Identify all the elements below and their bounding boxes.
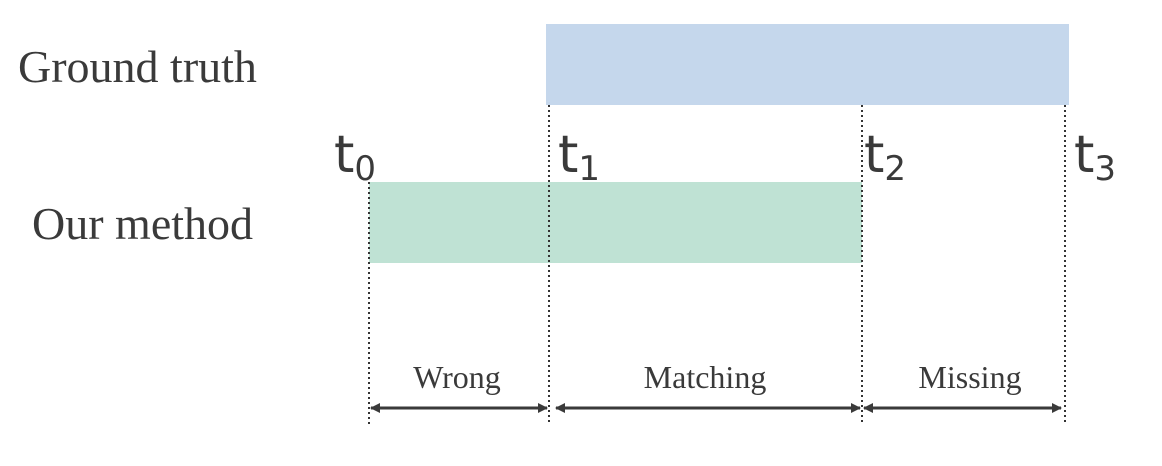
our-method-label: Our method: [32, 198, 253, 249]
t3-label: t3: [1074, 125, 1116, 189]
ground-truth-bar: [546, 24, 1069, 105]
our-method-bar: [369, 182, 862, 263]
t2-label: t2: [864, 125, 906, 189]
t1-label: t1: [558, 125, 600, 189]
wrong-segment-label: Wrong: [413, 359, 501, 395]
missing-segment-label: Missing: [918, 359, 1021, 395]
t0-label: t0: [334, 125, 376, 189]
ground-truth-label: Ground truth: [18, 41, 257, 92]
matching-segment-label: Matching: [644, 359, 767, 395]
